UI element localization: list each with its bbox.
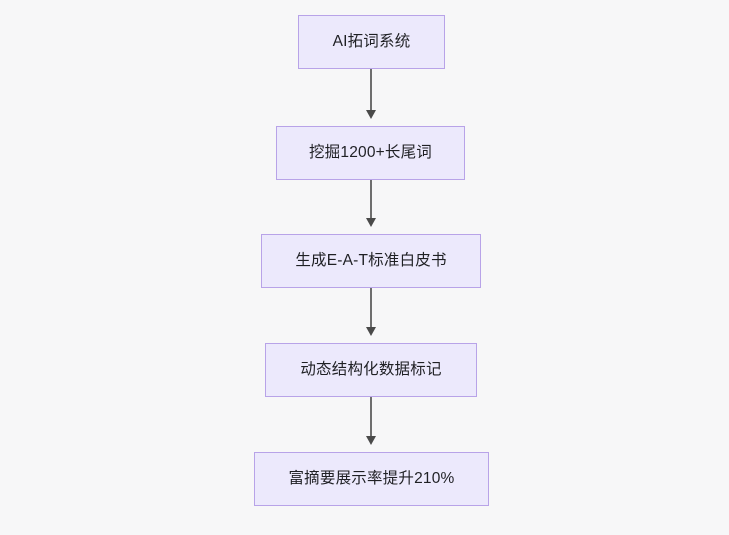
- flowchart-node-n5[interactable]: 富摘要展示率提升210%: [254, 452, 489, 506]
- flowchart-edge-e2: [366, 180, 376, 227]
- flowchart-node-n4[interactable]: 动态结构化数据标记: [265, 343, 477, 397]
- flowchart-node-n3[interactable]: 生成E-A-T标准白皮书: [261, 234, 481, 288]
- flowchart-node-label: AI拓词系统: [332, 33, 411, 51]
- flowchart-node-label: 挖掘1200+长尾词: [308, 144, 433, 162]
- flowchart-edge-e1: [366, 69, 376, 119]
- arrowhead-icon: [366, 436, 376, 445]
- flowchart-edge-e3: [366, 288, 376, 336]
- flowchart-edge-e4: [366, 397, 376, 445]
- flowchart-node-n2[interactable]: 挖掘1200+长尾词: [276, 126, 465, 180]
- arrowhead-icon: [366, 110, 376, 119]
- flowchart-node-label: 生成E-A-T标准白皮书: [295, 252, 447, 270]
- arrowhead-icon: [366, 327, 376, 336]
- flowchart-node-n1[interactable]: AI拓词系统: [298, 15, 445, 69]
- arrowhead-icon: [366, 218, 376, 227]
- flowchart-node-label: 动态结构化数据标记: [300, 361, 442, 379]
- flowchart-node-label: 富摘要展示率提升210%: [288, 470, 455, 488]
